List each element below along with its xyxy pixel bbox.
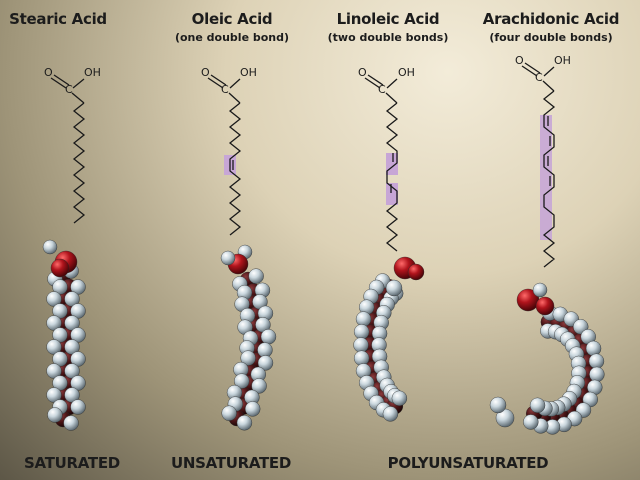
atom-label-oxygen: O — [358, 66, 367, 79]
atom-label-oxygen: O — [201, 66, 210, 79]
oxygen-atom — [535, 296, 555, 316]
atom-label-hydroxyl: OH — [84, 66, 101, 79]
oxygen-atom — [407, 263, 425, 281]
atom-label-hydroxyl: OH — [554, 54, 571, 67]
atom-label-carbon: C — [535, 71, 543, 84]
category-unsaturated: UNSATURATED — [170, 454, 292, 472]
space-filling-oleic-acid — [220, 244, 277, 431]
hydrogen-atom — [589, 366, 605, 383]
hydrogen-atom — [220, 250, 236, 266]
category-polyunsaturated: POLYUNSATURATED — [387, 454, 549, 472]
skeletal-arachidonic-acid — [521, 62, 556, 268]
oxygen-atom — [50, 258, 70, 278]
category-saturated: SATURATED — [24, 454, 120, 472]
hydrogen-atom — [523, 414, 539, 430]
title-oleic-acid: Oleic Acid — [191, 10, 273, 28]
atom-label-hydroxyl: OH — [240, 66, 257, 79]
hydrogen-atom — [260, 329, 277, 345]
hydrogen-atom — [529, 397, 546, 414]
hydrogen-atom — [248, 268, 264, 284]
hydrogen-atom — [42, 239, 58, 255]
skeletal-stearic-acid — [50, 74, 86, 224]
atom-label-carbon: C — [378, 83, 386, 96]
atom-label-oxygen: O — [515, 54, 524, 67]
hydrogen-atom — [244, 401, 261, 417]
hydrogen-atom — [257, 355, 274, 371]
hydrogen-atom — [391, 390, 408, 406]
space-filling-linoleic-acid — [353, 256, 425, 422]
hydrogen-atom — [353, 350, 370, 366]
hydrogen-atom — [63, 415, 79, 431]
hydrogen-atom — [70, 399, 86, 415]
subtitle-oleic-acid: (one double bond) — [174, 31, 290, 44]
hydrogen-atom — [532, 282, 548, 298]
double-bond-highlight — [386, 183, 398, 205]
space-filling-arachidonic-acid — [489, 282, 605, 435]
hydrogen-atom — [585, 340, 602, 357]
hydrogen-atom — [234, 373, 250, 389]
hydrogen-atom — [588, 353, 605, 369]
hydrogen-atom — [385, 279, 403, 297]
space-filling-stearic-acid — [42, 239, 86, 431]
hydrogen-atom — [353, 324, 370, 340]
skeletal-oleic-acid — [207, 74, 242, 236]
hydrogen-atom — [251, 378, 267, 394]
atom-label-carbon: C — [221, 83, 229, 96]
hydrogen-atom — [240, 350, 256, 366]
hydrogen-atom — [221, 405, 237, 421]
double-bond-highlight — [540, 115, 552, 240]
hydrogen-atom — [382, 406, 399, 422]
skeletal-linoleic-acid — [364, 74, 399, 252]
title-arachidonic-acid: Arachidonic Acid — [482, 10, 620, 28]
subtitle-linoleic-acid: (two double bonds) — [327, 31, 449, 44]
title-linoleic-acid: Linoleic Acid — [336, 10, 440, 28]
hydrogen-atom — [353, 337, 369, 353]
hydrogen-atom — [355, 311, 372, 327]
atom-label-oxygen: O — [44, 66, 53, 79]
hydrogen-atom — [47, 407, 63, 423]
subtitle-arachidonic-acid: (four double bonds) — [489, 31, 613, 44]
title-stearic-acid: Stearic Acid — [9, 10, 107, 28]
hydrogen-atom — [489, 396, 507, 414]
hydrogen-atom — [236, 415, 253, 431]
atom-label-carbon: C — [65, 83, 73, 96]
atom-label-hydroxyl: OH — [398, 66, 415, 79]
